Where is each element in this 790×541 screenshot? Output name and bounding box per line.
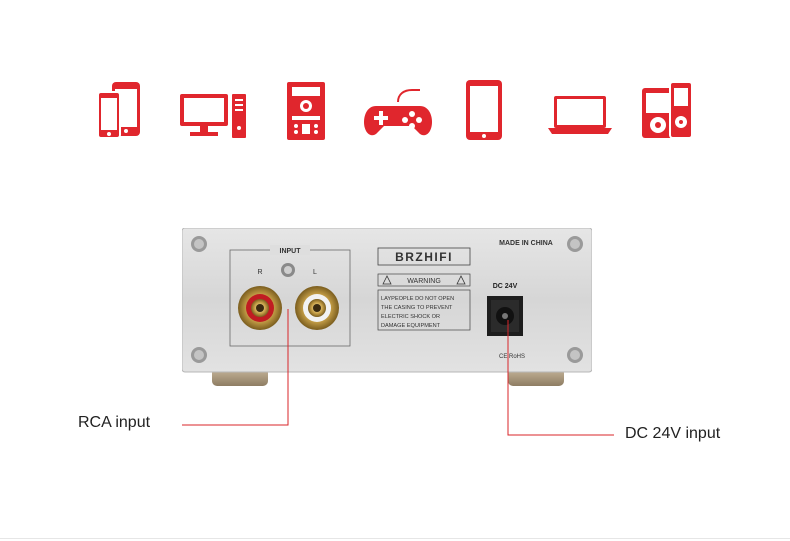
dc-input-label: DC 24V input <box>625 425 721 442</box>
channel-left-label: L <box>313 269 317 276</box>
desktop-computer-icon <box>180 94 246 138</box>
dc-voltage-label: DC 24V <box>493 283 518 290</box>
music-player-icon <box>642 81 693 139</box>
corner-screw <box>191 236 583 363</box>
game-controller-icon <box>364 89 432 136</box>
hifi-system-icon <box>287 82 325 140</box>
brand-logo-text: BRZHIFI <box>395 250 453 264</box>
input-section-label: INPUT <box>280 248 302 255</box>
channel-right-label: R <box>257 269 262 276</box>
warning-heading: WARNING <box>407 278 441 285</box>
made-in-label: MADE IN CHINA <box>499 240 553 247</box>
rca-callout-line <box>182 309 289 426</box>
rca-jack-right[interactable] <box>238 286 282 330</box>
warning-bolt-icon <box>456 275 466 285</box>
warning-triangle-icon <box>382 275 392 285</box>
warning-text-line: LAYPEOPLE DO NOT OPEN <box>381 296 454 302</box>
device-icon-row <box>0 78 790 144</box>
tablet-icon <box>466 80 502 140</box>
dc-callout-line <box>507 320 614 436</box>
phone-tablet-icon <box>97 82 140 139</box>
certification-marks: CE RoHS <box>499 354 525 360</box>
warning-text-line: THE CASING TO PREVENT <box>381 305 453 311</box>
dc-power-jack[interactable] <box>487 296 523 336</box>
amplifier-back-panel: INPUT R L BRZHIFI WARNING LAYPEOPLE DO N… <box>182 228 592 386</box>
laptop-icon <box>548 96 612 134</box>
rca-input-label: RCA input <box>78 414 151 431</box>
warning-text-line: ELECTRIC SHOCK OR <box>381 314 440 320</box>
warning-text-line: DAMAGE EQUIPMENT <box>381 323 441 329</box>
bottom-divider <box>0 538 790 539</box>
rca-jack-left[interactable] <box>295 286 339 330</box>
